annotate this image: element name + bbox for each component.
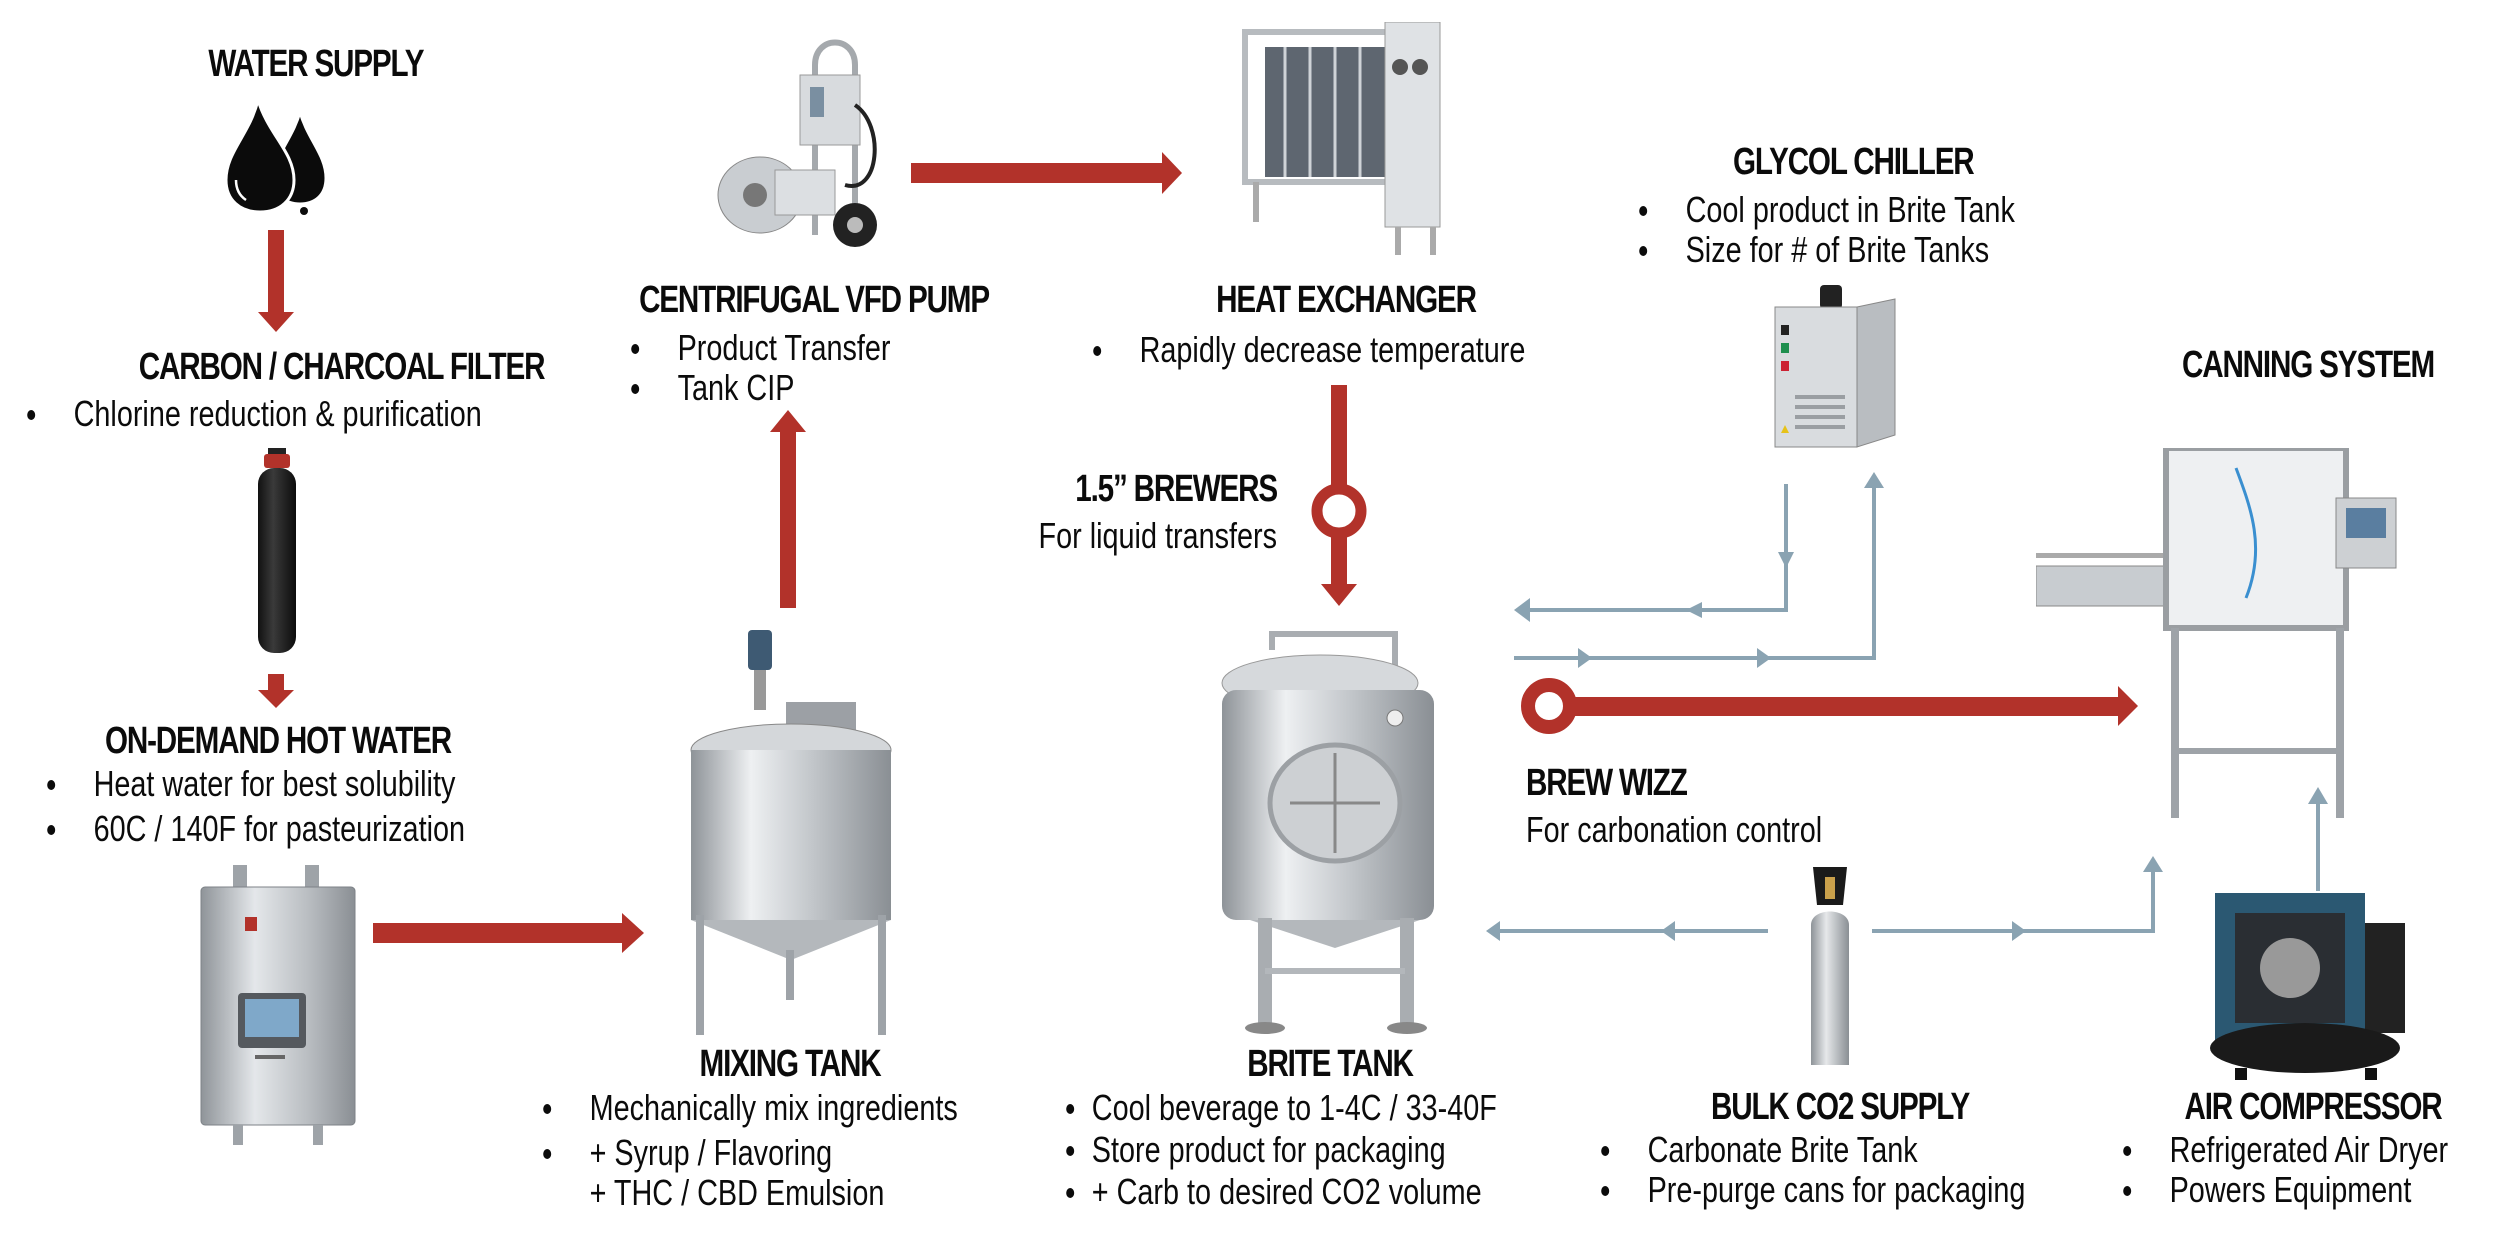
brite-tank-title: BRITE TANK — [1247, 1043, 1414, 1085]
brite-tank-image — [1221, 631, 1434, 1034]
pump-title: CENTRIFUGAL VFD PUMP — [639, 279, 990, 321]
heat-exchanger-image — [1242, 22, 1441, 255]
glycol-return-line — [1514, 472, 1884, 668]
flow-mixing-to-pump — [770, 410, 806, 608]
brew-wizz-title: BREW WIZZ — [1526, 762, 1688, 804]
brew-wizz-valve-icon — [1521, 678, 1577, 734]
centrifugal-pump-image — [717, 39, 877, 247]
mixing-tank-image — [690, 630, 892, 1035]
mixing-tank-title: MIXING TANK — [699, 1043, 882, 1085]
flow-heatexchanger-to-brite — [1311, 385, 1367, 606]
bullet-item: + Carb to desired CO2 volume — [1063, 1172, 1497, 1212]
bullet-item: Heat water for best solubility — [44, 764, 465, 804]
carbon-filter-image — [258, 448, 296, 653]
mixing-tank-bullets: Mechanically mix ingredients + Syrup / F… — [540, 1088, 958, 1213]
brew-wizz-subtitle: For carbonation control — [1526, 809, 1823, 850]
brewers-valve-title: 1.5” BREWERS — [1075, 468, 1278, 510]
flow-pump-to-heatexchanger — [911, 152, 1182, 194]
flow-brite-to-canning — [1521, 678, 2138, 734]
pump-bullets: Product Transfer Tank CIP — [628, 328, 891, 408]
flow-hotwater-to-mixing — [373, 913, 644, 953]
carbon-filter-bullets: Chlorine reduction & purification — [24, 394, 482, 434]
bullet-item: Rapidly decrease temperature — [1090, 330, 1525, 370]
air-compressor-title: AIR COMPRESSOR — [2184, 1086, 2442, 1128]
water-supply-title: WATER SUPPLY — [208, 43, 424, 85]
bullet-item: Powers Equipment — [2120, 1170, 2448, 1210]
heat-exchanger-title: HEAT EXCHANGER — [1216, 279, 1477, 321]
brite-tank-bullets: Cool beverage to 1-4C / 33-40F Store pro… — [1063, 1088, 1497, 1212]
co2-to-brite-line — [1486, 921, 1768, 941]
heat-exchanger-bullets: Rapidly decrease temperature — [1090, 330, 1525, 370]
canning-system-title: CANNING SYSTEM — [2181, 344, 2435, 386]
bullet-item: Chlorine reduction & purification — [24, 394, 482, 434]
hot-water-heater-image — [200, 865, 356, 1145]
carbon-filter-title: CARBON / CHARCOAL FILTER — [138, 346, 546, 388]
glycol-chiller-image — [1774, 285, 1896, 448]
hot-water-title: ON-DEMAND HOT WATER — [104, 720, 452, 762]
glycol-chiller-bullets: Cool product in Brite Tank Size for # of… — [1636, 190, 2015, 270]
air-compressor-bullets: Refrigerated Air Dryer Powers Equipment — [2120, 1130, 2448, 1210]
flow-filter-to-hotwater — [258, 674, 294, 708]
bullet-item: Cool beverage to 1-4C / 33-40F — [1063, 1088, 1497, 1128]
co2-to-canning-line — [1872, 856, 2163, 941]
bullet-item: + Syrup / Flavoring — [540, 1133, 958, 1173]
bullet-item: Refrigerated Air Dryer — [2120, 1130, 2448, 1170]
air-compressor-image — [2210, 893, 2405, 1080]
bullet-item: Cool product in Brite Tank — [1636, 190, 2015, 230]
bullet-item: Tank CIP — [628, 368, 891, 408]
brewers-valve-icon — [1311, 483, 1367, 539]
air-to-canning-line — [2308, 787, 2328, 891]
glycol-chiller-title: GLYCOL CHILLER — [1733, 141, 1975, 183]
bullet-item: Size for # of Brite Tanks — [1636, 230, 2015, 270]
bullet-continuation: + THC / CBD Emulsion — [589, 1172, 885, 1213]
bullet-item: Product Transfer — [628, 328, 891, 368]
bullet-item: Pre-purge cans for packaging — [1598, 1170, 2025, 1210]
bullet-item: 60C / 140F for pasteurization — [44, 809, 465, 849]
canning-system-image — [2036, 448, 2397, 818]
flow-water-to-filter — [258, 230, 294, 332]
co2-supply-bullets: Carbonate Brite Tank Pre-purge cans for … — [1598, 1130, 2025, 1210]
bullet-item: Store product for packaging — [1063, 1130, 1497, 1170]
bullet-item: Carbonate Brite Tank — [1598, 1130, 2025, 1170]
glycol-supply-line — [1514, 484, 1794, 622]
brewers-valve-subtitle: For liquid transfers — [1038, 515, 1277, 556]
co2-cylinder-image — [1811, 867, 1849, 1065]
bullet-item: Mechanically mix ingredients — [540, 1088, 958, 1128]
hot-water-bullets: Heat water for best solubility 60C / 140… — [44, 764, 465, 849]
co2-supply-title: BULK CO2 SUPPLY — [1711, 1086, 1970, 1128]
water-drops-icon — [224, 100, 328, 215]
